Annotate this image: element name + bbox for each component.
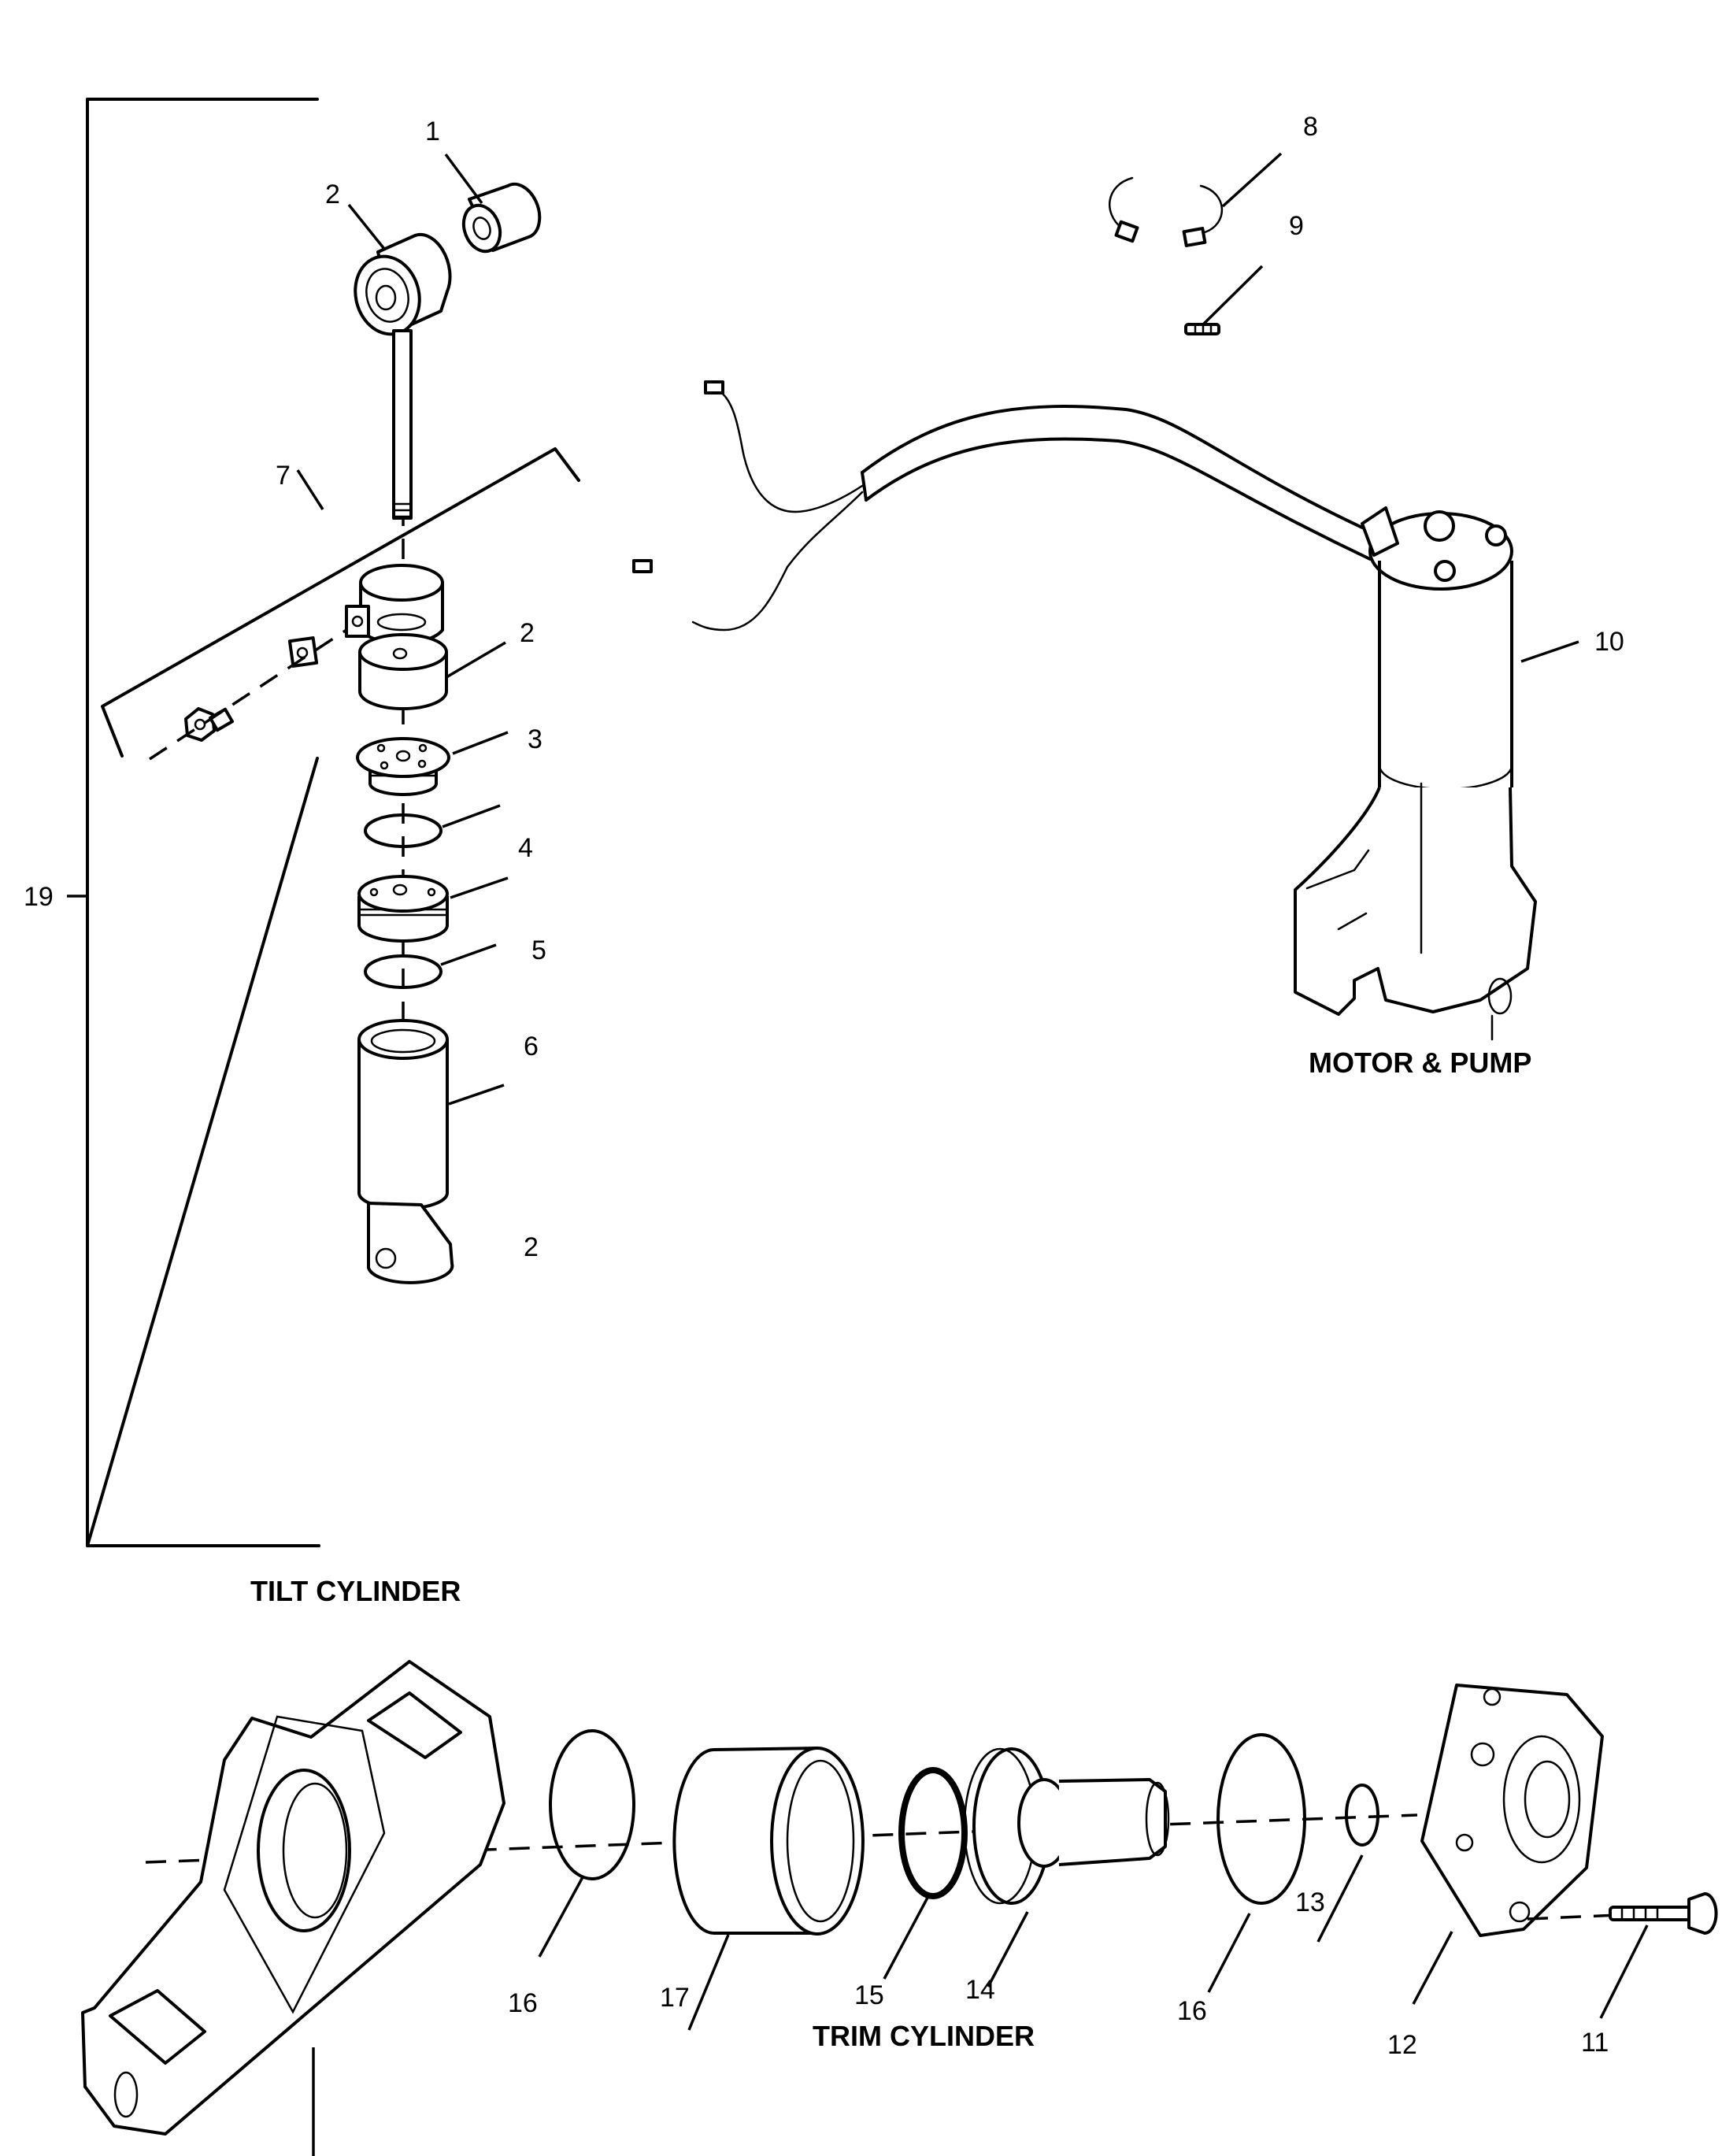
part-11-bolt	[1609, 1892, 1718, 1935]
part-4-o-ring	[364, 813, 443, 848]
part-10-motor-pump	[1294, 506, 1537, 1041]
leader-12	[1412, 1931, 1453, 2005]
callout-10: 10	[1594, 627, 1624, 657]
leader-8	[1221, 152, 1283, 208]
leader-3	[452, 731, 509, 755]
leader-1	[444, 153, 483, 205]
trim-cylinder-group: 18 16 17 15 14 16	[81, 1660, 1718, 2156]
trim-cylinder-caption: TRIM CYLINDER	[813, 2020, 1035, 2052]
part-16-o-ring-right	[1216, 1733, 1306, 1905]
callout-3: 3	[528, 724, 542, 754]
leader-11	[1599, 1924, 1649, 2019]
kit-7-axis	[149, 628, 347, 761]
part-2-cylinder	[357, 1019, 454, 1284]
leader-16b	[1207, 1913, 1251, 1993]
tilt-cylinder-caption: TILT CYLINDER	[250, 1575, 461, 1607]
callout-14: 14	[965, 1975, 995, 2005]
part-13-check-ball	[1345, 1784, 1379, 1847]
part-5-piston	[357, 875, 449, 943]
callout-4: 4	[518, 833, 533, 863]
bracket-19-frame	[86, 98, 320, 1547]
leader-2c	[448, 1084, 505, 1106]
part-7-clamp	[345, 564, 444, 645]
part-1-bushing	[461, 182, 542, 254]
leader-16a	[538, 1876, 584, 1958]
part-2-disc	[358, 633, 448, 710]
part-7-bolt	[184, 707, 235, 742]
motor-wire-harness	[632, 380, 1372, 632]
leader-5	[450, 876, 509, 899]
callout-1: 1	[425, 117, 440, 146]
callout-8: 8	[1303, 112, 1318, 142]
callout-16a: 16	[508, 1988, 538, 2018]
callout-11: 11	[1581, 2028, 1609, 2058]
part-17-sleeve	[672, 1747, 865, 1936]
leader-9	[1202, 265, 1264, 326]
callout-19: 19	[24, 882, 54, 912]
part-9-screw	[1184, 323, 1220, 335]
callout-2a: 2	[325, 180, 340, 209]
callout-15: 15	[854, 1980, 884, 2010]
part-12-end-cap	[1420, 1684, 1604, 1937]
tilt-cylinder-group: 19 1 2 7	[24, 98, 580, 1607]
leader-2a	[347, 203, 386, 250]
callout-12: 12	[1387, 2030, 1417, 2060]
bolt-axis	[1527, 1913, 1619, 1921]
motor-pump-group: 8 9	[632, 112, 1624, 1079]
part-14-piston-rod	[963, 1747, 1170, 1905]
leader-14	[987, 1911, 1029, 1987]
part-18-housing	[81, 1660, 505, 2136]
part-7-nut	[287, 636, 319, 668]
leader-6	[440, 943, 497, 966]
leader-17	[687, 1934, 730, 2031]
callout-7: 7	[276, 461, 291, 491]
part-2-rod-end	[354, 233, 452, 520]
part-6-o-ring	[364, 954, 443, 989]
motor-pump-caption: MOTOR & PUMP	[1309, 1047, 1531, 1079]
part-3-end-cap	[356, 737, 450, 796]
leader-13	[1316, 1854, 1364, 1943]
leader-4	[442, 804, 501, 828]
part-8-wire-connectors	[1109, 176, 1224, 247]
kit-7-bracket	[101, 447, 580, 758]
leader-7	[296, 469, 324, 510]
callout-9: 9	[1289, 211, 1304, 241]
leader-15	[883, 1897, 929, 1980]
callout-2c: 2	[524, 1232, 539, 1262]
callout-6: 6	[524, 1032, 539, 1061]
callout-17: 17	[660, 1983, 690, 2013]
bracket-19	[86, 98, 319, 1547]
callout-2b: 2	[520, 618, 535, 648]
leader-2b	[446, 641, 506, 679]
part-16-o-ring-left	[549, 1729, 635, 1880]
callout-5: 5	[531, 935, 546, 965]
leader-10	[1520, 640, 1579, 663]
callout-13: 13	[1295, 1887, 1325, 1917]
callout-16b: 16	[1177, 1996, 1207, 2026]
